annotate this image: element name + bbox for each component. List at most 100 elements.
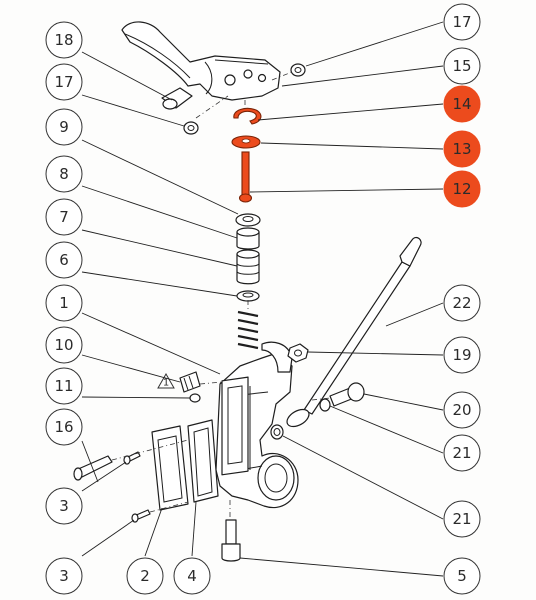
callout-circle: [443, 336, 481, 374]
callout-label: 2: [140, 567, 150, 585]
part-screw-lower: [131, 509, 151, 523]
callout-17: 17: [443, 3, 481, 41]
callout-label: 16: [54, 418, 73, 436]
callout-circle: [45, 487, 83, 525]
callout-label: 6: [59, 251, 69, 269]
callout-label: 20: [452, 401, 471, 419]
callout-label: 3: [59, 567, 69, 585]
callout-label: 14: [452, 95, 471, 113]
callout-label: 12: [452, 180, 471, 198]
callout-circle: [45, 326, 83, 364]
part-banjo-bolt: [329, 382, 365, 407]
callout-label: 11: [54, 377, 73, 395]
callout-18: 18: [45, 21, 83, 59]
part-washer-9: [235, 213, 261, 227]
callout-13: 13: [443, 130, 481, 168]
callout-label: 17: [54, 73, 73, 91]
callout-22: 22: [443, 284, 481, 322]
callout-circle: [443, 500, 481, 538]
callout-19: 19: [443, 336, 481, 374]
assembly-axes: [111, 71, 331, 520]
callout-3: 3: [45, 487, 83, 525]
callout-label: 15: [452, 57, 471, 75]
part-crush-washer-left: [270, 424, 284, 440]
part-washer-top: [290, 63, 306, 77]
part-long-bolt: [73, 455, 113, 481]
leader-lines: [81, 21, 444, 577]
callout-11: 11: [45, 367, 83, 405]
part-washer-11: [189, 393, 201, 403]
callout-20: 20: [443, 391, 481, 429]
callout-circle: [45, 408, 83, 446]
callout-circle: [45, 198, 83, 236]
callout-7: 7: [45, 198, 83, 236]
part-washer-13: [231, 135, 261, 149]
callout-circle: [45, 557, 83, 595]
callout-3: 3: [45, 557, 83, 595]
part-body: [215, 341, 299, 509]
callout-circle: [443, 85, 481, 123]
part-crush-washer-right: [319, 398, 331, 412]
callout-circle: [45, 63, 83, 101]
callout-label: 10: [54, 336, 73, 354]
callout-label: 7: [59, 208, 69, 226]
callout-circle: [173, 557, 211, 595]
part-gasket: [187, 419, 219, 503]
callout-circle: [443, 130, 481, 168]
callout-circle: [45, 284, 83, 322]
callout-circle: [45, 241, 83, 279]
callout-21: 21: [443, 500, 481, 538]
part-seal: [236, 290, 260, 302]
callout-circle: [45, 155, 83, 193]
callout-bubbles: 17 18 15 17 14 9 13 12 8 7 6 1 22 10 19 11 20 16 21 3 21 3 2 4 5: [45, 3, 481, 595]
callout-1: 1: [45, 284, 83, 322]
callout-label: 22: [452, 294, 471, 312]
callout-label: 8: [59, 165, 69, 183]
callout-label: 21: [452, 444, 471, 462]
callout-21: 21: [443, 434, 481, 472]
callout-14: 14: [443, 85, 481, 123]
callout-circle: [443, 557, 481, 595]
callout-15: 15: [443, 47, 481, 85]
callout-circle: [126, 557, 164, 595]
part-piston-cap: [236, 227, 260, 250]
part-bolt-bottom: [221, 519, 241, 562]
callout-2: 2: [126, 557, 164, 595]
part-nut: [287, 343, 309, 363]
callout-circle: [443, 3, 481, 41]
callout-label: 5: [457, 567, 467, 585]
callout-16: 16: [45, 408, 83, 446]
callout-label: 21: [452, 510, 471, 528]
part-screw-upper: [123, 451, 141, 465]
callout-10: 10: [45, 326, 83, 364]
part-circlip: [233, 107, 262, 125]
callout-5: 5: [443, 557, 481, 595]
callout-circle: [45, 367, 83, 405]
callout-circle: [45, 108, 83, 146]
callout-circle: [443, 284, 481, 322]
warning-mark: 1: [163, 378, 169, 389]
part-piston: [236, 249, 260, 285]
part-washer-left: [183, 121, 199, 135]
callout-17: 17: [45, 63, 83, 101]
part-bleed-screw: [179, 371, 201, 393]
callout-label: 9: [59, 118, 69, 136]
callout-label: 3: [59, 497, 69, 515]
callout-label: 19: [452, 346, 471, 364]
part-push-rod: [238, 151, 253, 203]
callout-label: 18: [54, 31, 73, 49]
warning-triangle-icon: 1: [157, 372, 175, 389]
part-pin: [161, 87, 193, 110]
callout-label: 4: [187, 567, 197, 585]
callout-circle: [45, 21, 83, 59]
callout-6: 6: [45, 241, 83, 279]
part-lever: [121, 21, 281, 101]
callout-circle: [443, 391, 481, 429]
callout-label: 13: [452, 140, 471, 158]
callout-circle: [443, 434, 481, 472]
callout-circle: [443, 47, 481, 85]
part-cover: [151, 425, 189, 511]
callout-label: 1: [59, 294, 69, 312]
